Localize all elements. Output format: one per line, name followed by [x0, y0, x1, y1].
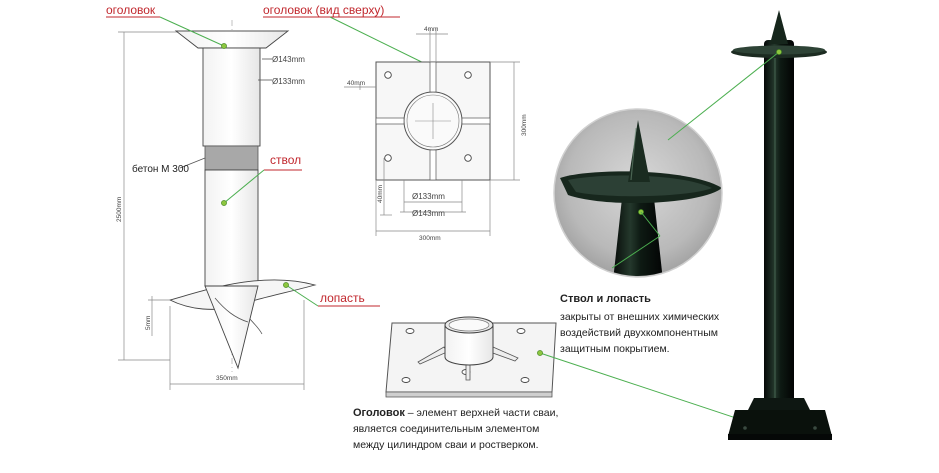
note-shaft-blade-line-2: воздействий двухкомпонентным	[560, 327, 718, 339]
note-shaft-blade-title: Ствол и лопасть	[560, 293, 651, 305]
label-blade: лопасть	[320, 291, 365, 305]
zoom-bubble	[553, 108, 723, 278]
dim-d133-top: Ø133mm	[412, 192, 445, 201]
note-head-first-rest: – элемент верхней части сваи,	[405, 407, 559, 419]
dim-d133-side: Ø133mm	[272, 77, 305, 86]
note-shaft-blade-line-1: закрыты от внешних химических	[560, 311, 720, 323]
note-head: Оголовок – элемент верхней части сваи, я…	[353, 407, 558, 451]
dim-top-offset: 4mm	[424, 26, 438, 33]
note-head-line-1: является соединительным элементом	[353, 423, 539, 435]
dim-d143-top: Ø143mm	[412, 209, 445, 218]
note-shaft-blade: Ствол и лопасть закрыты от внешних химич…	[560, 293, 720, 355]
plate-top-view	[344, 28, 520, 236]
label-concrete: бетон М 300	[132, 163, 189, 175]
dim-d143-side: Ø143mm	[272, 55, 305, 64]
dim-blade-width: 350mm	[216, 375, 238, 382]
label-head: оголовок	[106, 3, 156, 17]
dim-plate-side: 300mm	[521, 114, 528, 136]
dim-left-offset: 40mm	[347, 80, 365, 87]
pile-side-view	[118, 20, 317, 390]
dim-gap: 5mm	[145, 316, 152, 330]
dim-bottom-offset: 40mm	[377, 185, 384, 203]
pile-photo	[728, 10, 832, 440]
head-3d-render	[385, 316, 557, 398]
note-head-line-0: Оголовок – элемент верхней части сваи,	[353, 407, 558, 419]
note-head-line-2: между цилиндром сваи и ростверком.	[353, 439, 539, 451]
dim-length: 2500mm	[116, 197, 123, 222]
note-shaft-blade-line-3: защитным покрытием.	[560, 343, 670, 355]
note-head-title: Оголовок	[353, 407, 405, 419]
label-head-top-view: оголовок (вид сверху)	[263, 3, 384, 17]
dim-plate-bottom: 300mm	[419, 235, 441, 242]
label-shaft: ствол	[270, 153, 301, 167]
